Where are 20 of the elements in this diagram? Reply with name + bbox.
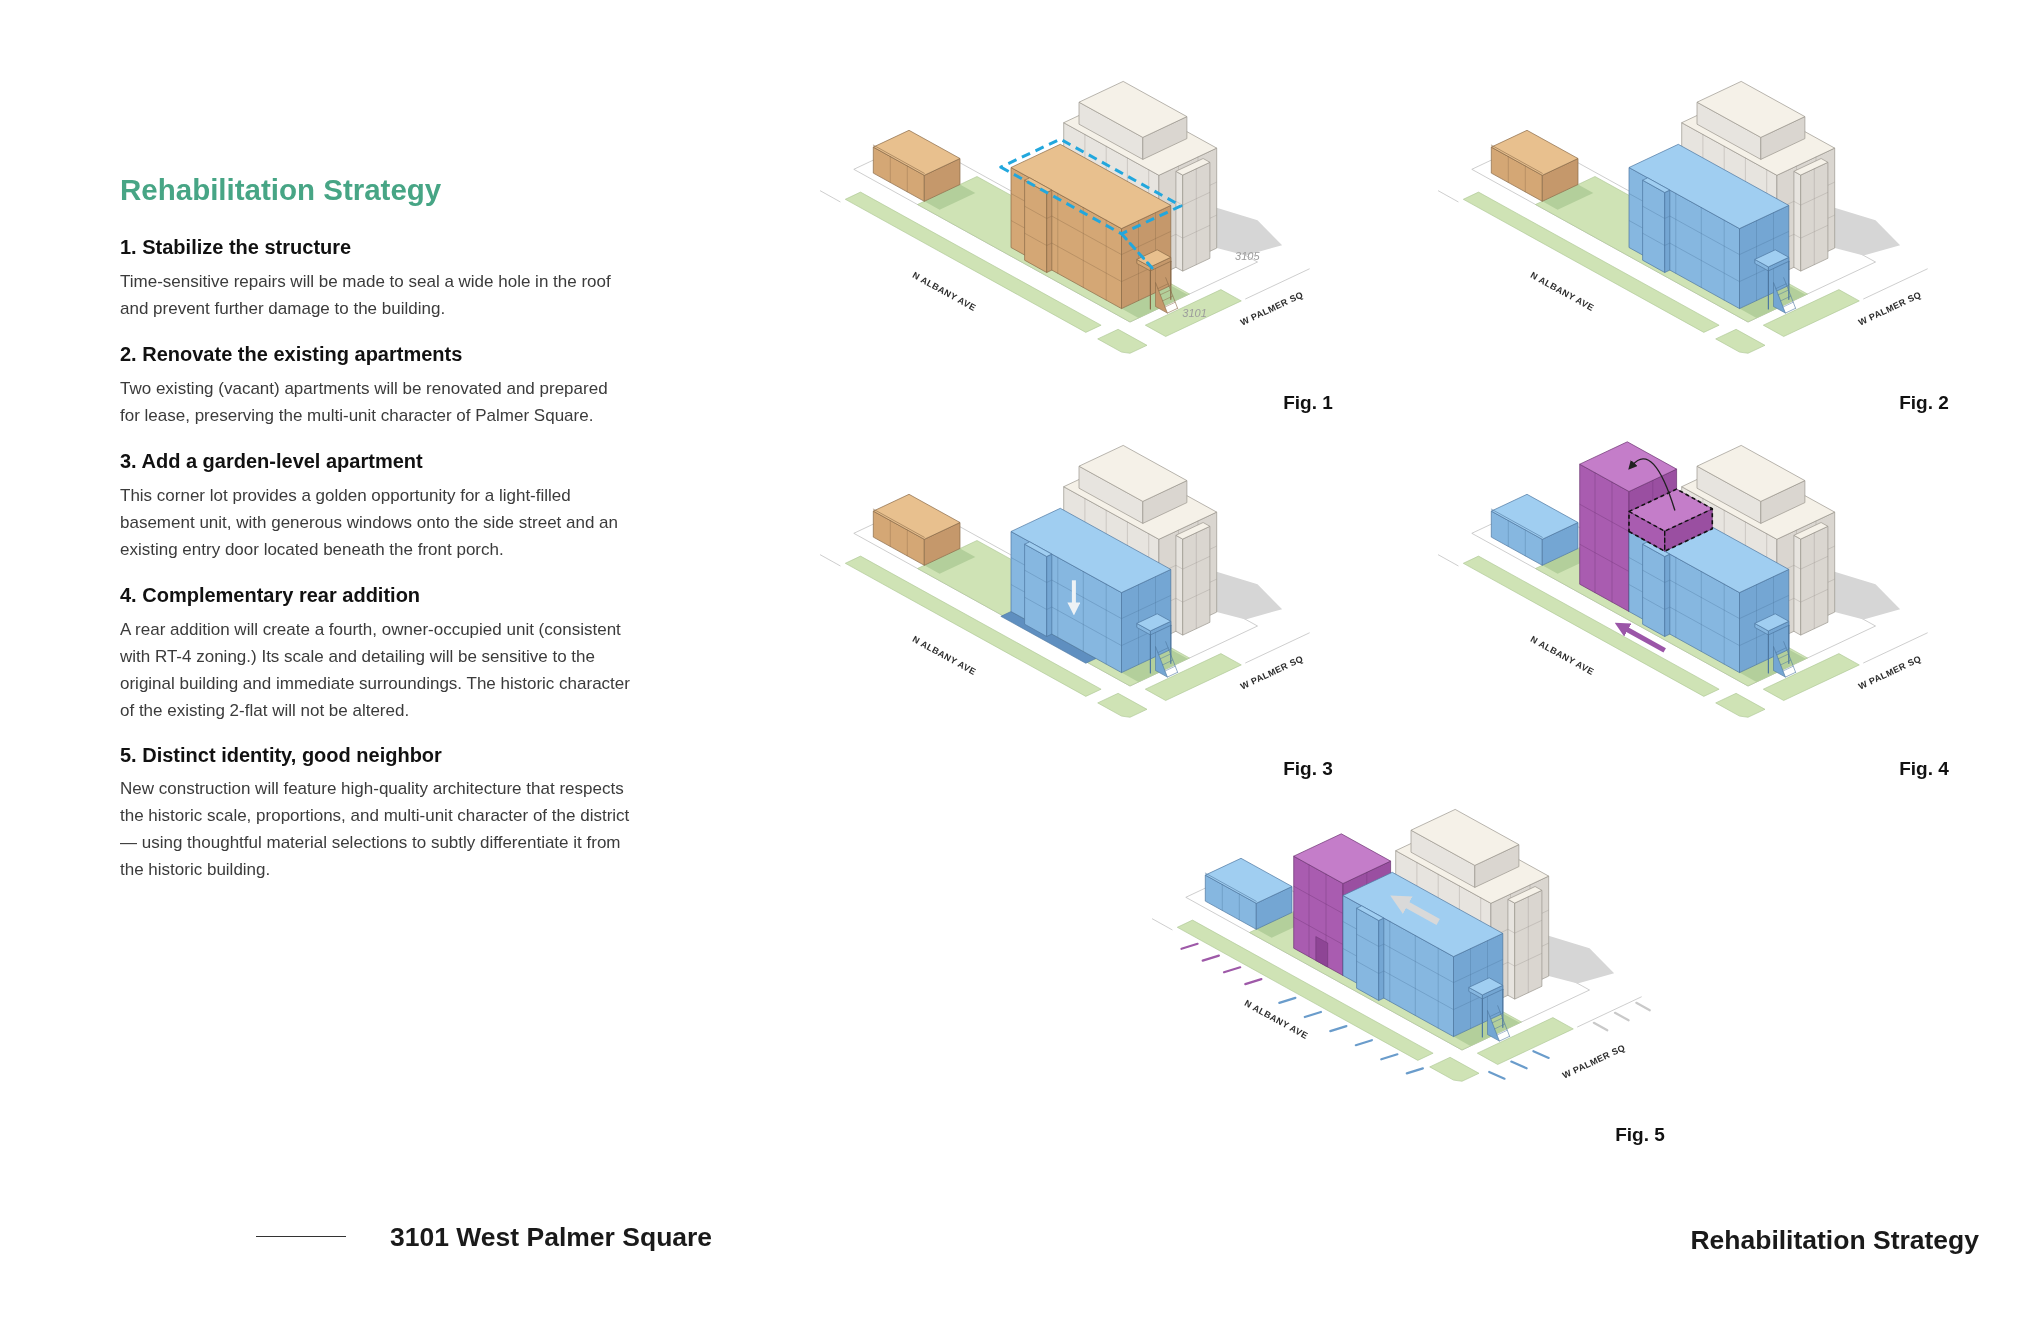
- strategy-heading: 2. Renovate the existing apartments: [120, 342, 463, 366]
- strategy-description: New construction will feature high-quality architecture that respects the historic scale, proportions, and multi-unit character of the district — using thoughtful material selections to subtly differentiate it from the historic building.: [120, 778, 630, 881]
- figure-caption: Fig. 5: [1615, 1124, 1665, 1146]
- strategy-heading: 4. Complementary rear addition: [120, 583, 421, 607]
- strategy-description: Two existing (vacant) apartments will be renovated and prepared for lease, preserving the multi-unit character of Palmer Square.: [120, 378, 609, 427]
- section-title: Rehabilitation Strategy: [120, 172, 442, 208]
- figure-caption: Fig. 4: [1899, 758, 1949, 780]
- strategy-heading: 5. Distinct identity, good neighbor: [120, 743, 442, 767]
- project-address: 3101 West Palmer Square: [390, 1221, 713, 1253]
- figure-caption: Fig. 2: [1899, 392, 1949, 414]
- footer-title: Rehabilitation Strategy: [1690, 1224, 1979, 1256]
- strategy-heading: 3. Add a garden-level apartment: [120, 449, 423, 473]
- strategy-heading: 1. Stabilize the structure: [120, 235, 352, 259]
- figure-caption: Fig. 1: [1283, 392, 1333, 414]
- address-number-label: 3105: [1235, 249, 1260, 263]
- strategy-description: A rear addition will create a fourth, owner-occupied unit (consistent with RT-4 zoning.) Its scale and detailing will be sensitive to the original building and immediate surroundings. The historic character of the existing 2-flat will not be altered.: [120, 619, 631, 722]
- strategy-description: Time-sensitive repairs will be made to seal a wide hole in the roof and prevent further damage to the building.: [120, 271, 612, 320]
- strategy-description: This corner lot provides a golden opportunity for a light-filled basement unit, with generous windows onto the side street and an existing entry door located beneath the front porch.: [120, 485, 620, 561]
- figure-caption: Fig. 3: [1283, 758, 1333, 780]
- address-number-label: 3101: [1182, 306, 1207, 319]
